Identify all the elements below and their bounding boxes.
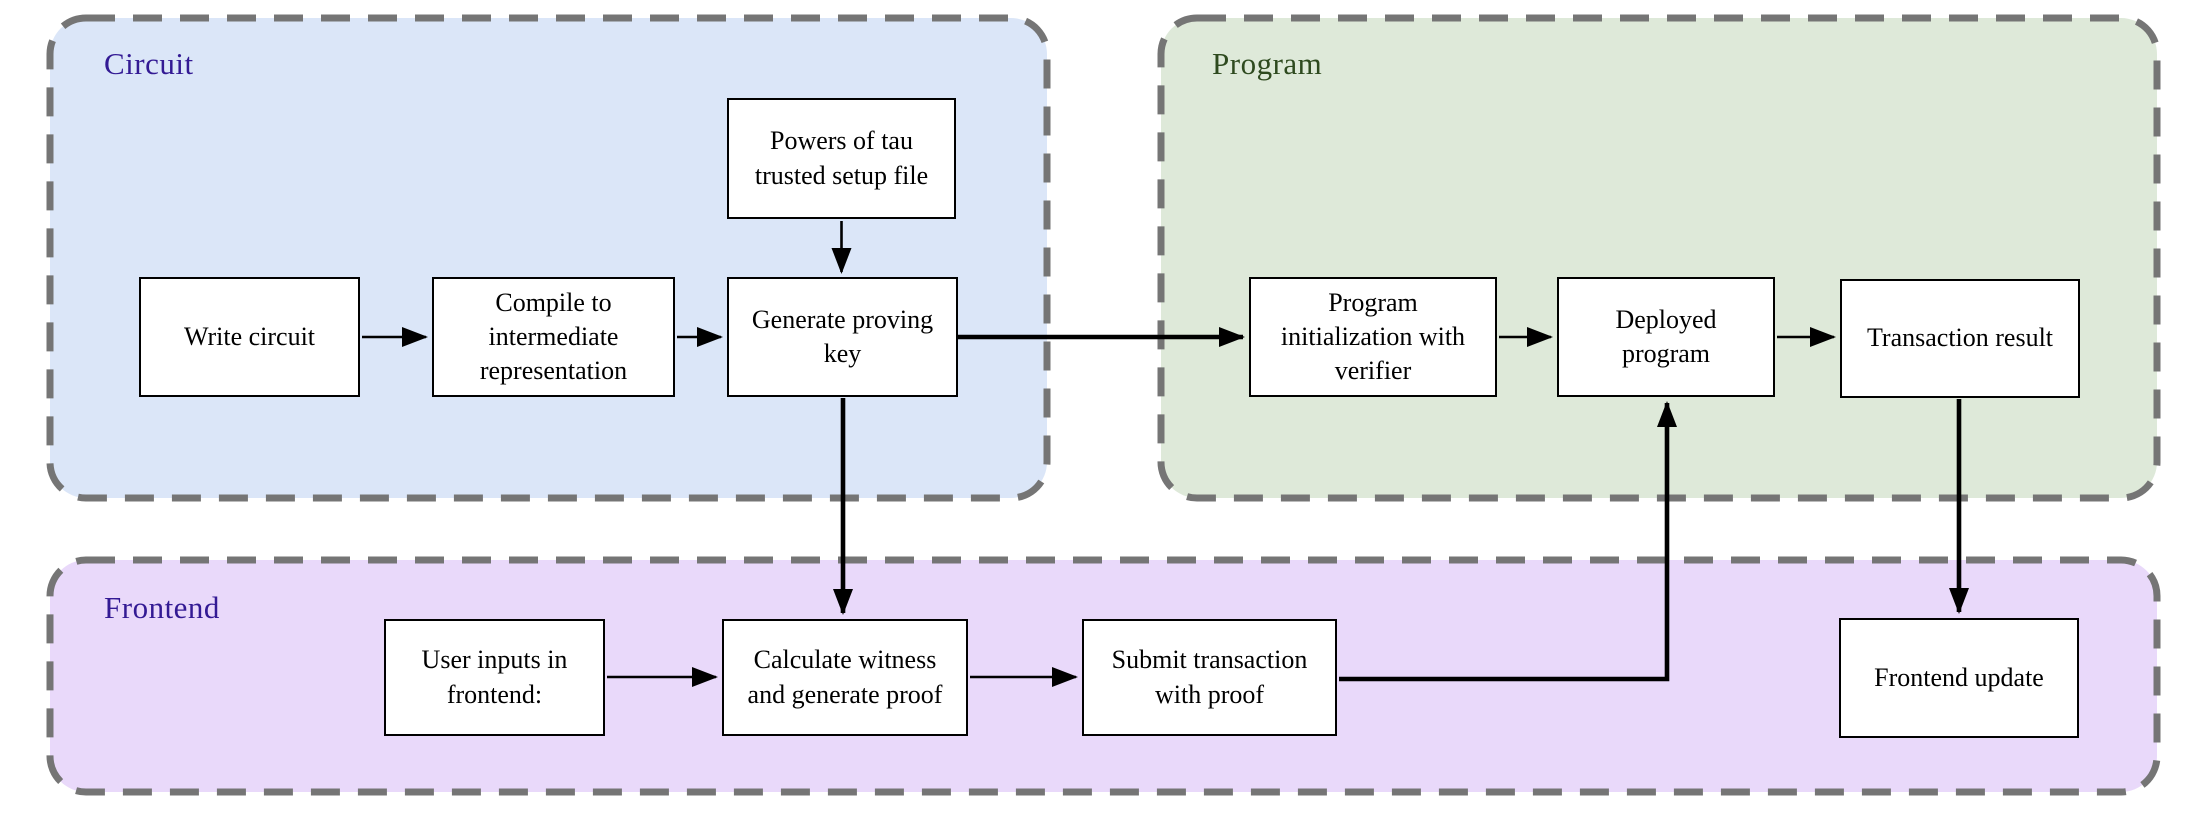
node-powers-of-tau-trusted-setup-file: Powers of tau trusted setup file [727, 98, 956, 219]
node-write-circuit: Write circuit [139, 277, 360, 397]
node-submit-transaction-with-proof: Submit transaction with proof [1082, 619, 1337, 736]
node-calculate-witness-and-generate-proof: Calculate witness and generate proof [722, 619, 968, 736]
node-frontend-update: Frontend update [1839, 618, 2079, 738]
circuit-container [46, 14, 1051, 502]
node-transaction-result: Transaction result [1840, 279, 2080, 398]
program-container-label: Program [1212, 46, 1323, 81]
edge-submit-transaction-to-deployed-program [1339, 401, 1677, 682]
node-program-initialization-with-verifier: Program initialization with verifier [1249, 277, 1497, 397]
node-compile-to-intermediate-representation: Compile to intermediate representation [432, 277, 675, 397]
circuit-container-label: Circuit [104, 46, 194, 81]
node-user-inputs-in-frontend: User inputs in frontend: [384, 619, 605, 736]
node-deployed-program: Deployed program [1557, 277, 1775, 397]
frontend-container-label: Frontend [104, 590, 220, 625]
program-container [1157, 14, 2161, 502]
node-generate-proving-key: Generate proving key [727, 277, 958, 397]
